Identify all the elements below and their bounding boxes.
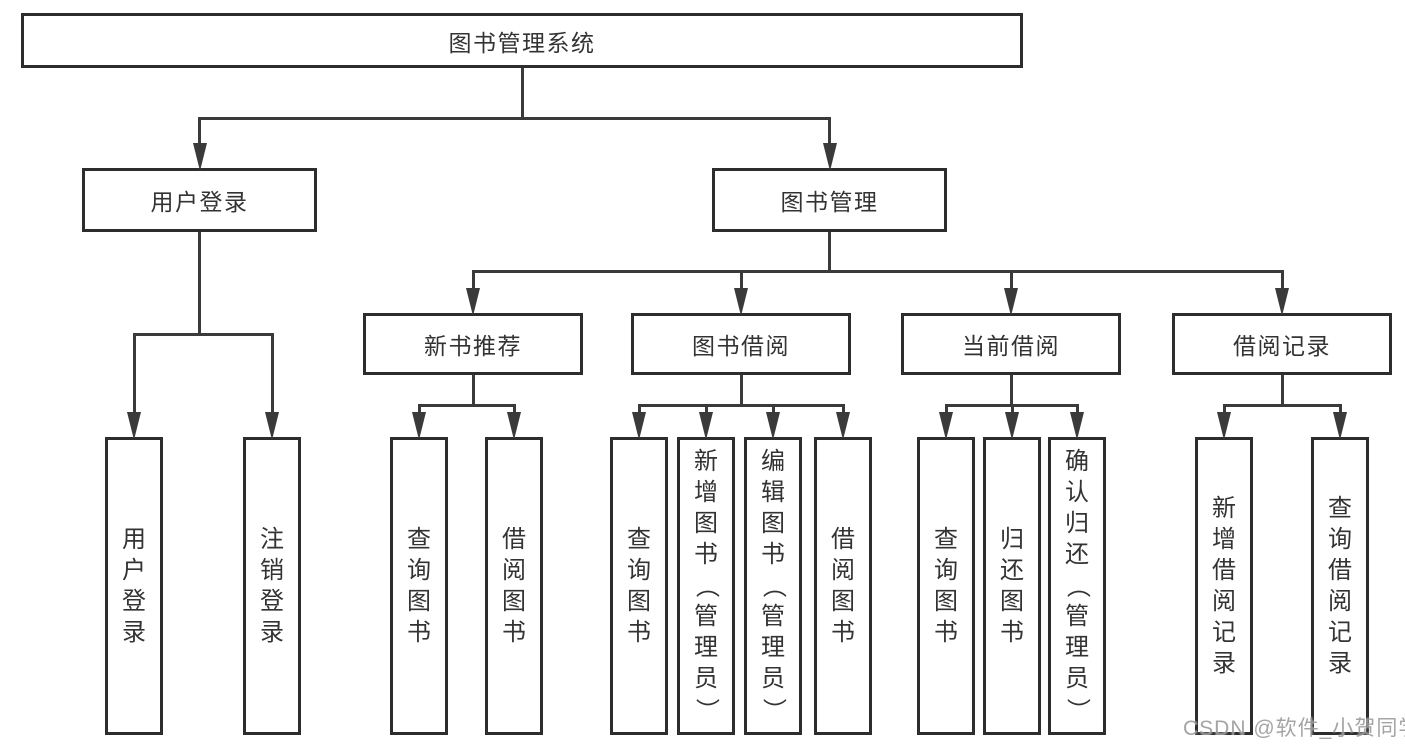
tree-node-cb-return-books: 归还图书 — [983, 437, 1041, 735]
tree-node-label-borrowing-records: 借阅记录 — [1233, 333, 1331, 359]
connector-stub — [1009, 375, 1013, 405]
connector-stub — [1280, 375, 1284, 405]
arrow-down-icon — [699, 412, 713, 440]
tree-node-cb-confirm-return: 确认归还（管理员） — [1048, 437, 1106, 735]
tree-node-label-login: 用户登录 — [122, 525, 146, 646]
connector-drop — [1280, 271, 1284, 295]
arrow-down-icon — [507, 412, 521, 440]
arrow-down-icon — [1005, 412, 1019, 440]
connector-stub — [739, 375, 743, 405]
arrow-down-icon — [766, 412, 780, 440]
connector-drop — [828, 118, 831, 150]
tree-node-label-logout: 注销登录 — [260, 525, 284, 646]
watermark: CSDN @软件_小贺同学 — [1183, 717, 1405, 740]
tree-node-label-bb-borrow-books: 借阅图书 — [831, 525, 855, 646]
arrow-down-icon — [466, 288, 480, 316]
tree-node-new-book-recommend: 新书推荐 — [363, 313, 583, 375]
connector-rail — [198, 116, 831, 120]
arrow-down-icon — [939, 412, 953, 440]
arrow-down-icon — [1275, 288, 1289, 316]
tree-node-label-book-borrowing: 图书借阅 — [692, 333, 790, 359]
tree-node-logout: 注销登录 — [243, 437, 301, 735]
arrow-down-icon — [127, 412, 141, 440]
tree-node-cb-query-books: 查询图书 — [917, 437, 975, 735]
tree-node-root: 图书管理系统 — [21, 13, 1023, 68]
tree-node-bb-query-books: 查询图书 — [610, 437, 668, 735]
connector-stub — [471, 375, 475, 405]
arrow-down-icon — [1217, 412, 1231, 440]
tree-node-label-bb-edit-books: 编辑图书（管理员） — [760, 448, 787, 723]
tree-node-current-borrowing: 当前借阅 — [901, 313, 1121, 375]
tree-node-bb-borrow-books: 借阅图书 — [814, 437, 872, 735]
connector-stub — [828, 232, 831, 271]
arrow-down-icon — [412, 412, 426, 440]
tree-node-label-book-management: 图书管理 — [780, 189, 879, 215]
tree-node-label-nb-query-books: 查询图书 — [407, 525, 431, 646]
tree-node-label-bb-add-books: 新增图书（管理员） — [693, 448, 720, 723]
connector-rail — [417, 403, 516, 407]
connector-drop — [132, 334, 136, 419]
arrow-down-icon — [192, 143, 207, 171]
arrow-down-icon — [632, 412, 646, 440]
connector-drop — [471, 271, 475, 295]
arrow-down-icon — [1333, 412, 1347, 440]
connector-drop — [270, 334, 274, 419]
tree-node-bb-add-books: 新增图书（管理员） — [677, 437, 735, 735]
tree-node-bb-edit-books: 编辑图书（管理员） — [744, 437, 802, 735]
tree-node-label-nb-borrow-books: 借阅图书 — [502, 525, 526, 646]
arrow-down-icon — [1070, 412, 1084, 440]
connector-drop — [198, 118, 201, 150]
connector-rail — [1222, 403, 1342, 407]
tree-node-label-br-query-record: 查询借阅记录 — [1328, 494, 1352, 677]
arrow-down-icon — [822, 143, 837, 171]
tree-node-borrowing-records: 借阅记录 — [1172, 313, 1392, 375]
connector-rail — [132, 332, 274, 336]
tree-node-br-add-record: 新增借阅记录 — [1195, 437, 1253, 735]
connector-rail — [471, 269, 1284, 273]
tree-node-br-query-record: 查询借阅记录 — [1311, 437, 1369, 735]
tree-node-label-br-add-record: 新增借阅记录 — [1212, 494, 1236, 677]
tree-node-label-root: 图书管理系统 — [448, 29, 596, 56]
tree-node-book-management: 图书管理 — [712, 168, 947, 232]
arrow-down-icon — [1004, 288, 1018, 316]
connector-drop — [1009, 271, 1013, 295]
tree-node-book-borrowing: 图书借阅 — [631, 313, 851, 375]
arrow-down-icon — [836, 412, 850, 440]
tree-node-label-user-login: 用户登录 — [150, 189, 249, 215]
tree-node-login: 用户登录 — [105, 437, 163, 735]
tree-node-label-cb-confirm-return: 确认归还（管理员） — [1064, 448, 1091, 723]
tree-node-label-cb-return-books: 归还图书 — [1000, 525, 1024, 646]
tree-node-nb-borrow-books: 借阅图书 — [485, 437, 543, 735]
tree-node-label-cb-query-books: 查询图书 — [934, 525, 958, 646]
tree-node-label-current-borrowing: 当前借阅 — [962, 333, 1060, 359]
tree-node-label-bb-query-books: 查询图书 — [627, 525, 651, 646]
connector-drop — [739, 271, 743, 295]
tree-node-nb-query-books: 查询图书 — [390, 437, 448, 735]
arrow-down-icon — [265, 412, 279, 440]
connector-stub — [520, 68, 524, 118]
connector-stub — [198, 232, 201, 334]
connector-rail — [637, 403, 845, 407]
arrow-down-icon — [734, 288, 748, 316]
tree-node-label-new-book-recommend: 新书推荐 — [424, 333, 522, 359]
tree-node-user-login: 用户登录 — [82, 168, 317, 232]
